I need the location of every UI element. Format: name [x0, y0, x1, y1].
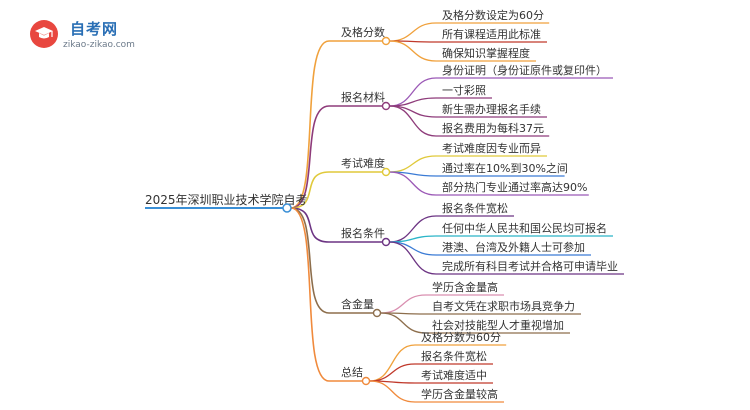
leaf-connector-5-1	[369, 363, 416, 382]
leaf-label-0-1: 所有课程适用此标准	[442, 27, 541, 41]
leaf-connector-4-0	[380, 294, 427, 314]
branch-label-2: 考试难度	[341, 156, 385, 170]
branch-node-dot-1[interactable]	[381, 101, 391, 111]
leaf-label-3-3: 完成所有科目考试并合格可申请毕业	[442, 259, 618, 273]
leaf-label-4-0: 学历含金量高	[432, 280, 498, 294]
graduation-cap-icon	[30, 20, 58, 48]
leaf-label-1-3: 报名费用为每科37元	[442, 121, 544, 135]
site-logo[interactable]: 自考网 zikao-zikao.com	[30, 18, 160, 58]
logo-title: 自考网	[70, 20, 119, 38]
leaf-connector-2-2	[389, 171, 437, 196]
leaf-label-2-2: 部分热门专业通过率高达90%	[442, 180, 587, 194]
branch-connector-3	[290, 207, 330, 243]
leaf-label-5-1: 报名条件宽松	[421, 349, 487, 363]
branch-connector-4	[290, 207, 330, 314]
mind-map-edges	[145, 22, 624, 403]
leaf-label-5-0: 及格分数为60分	[421, 330, 501, 344]
leaf-connector-2-0	[389, 155, 437, 173]
branch-label-0: 及格分数	[341, 25, 385, 39]
branch-node-dot-3[interactable]	[381, 237, 391, 247]
leaf-label-4-1: 自考文凭在求职市场具竞争力	[432, 299, 575, 313]
branch-label-5: 总结	[341, 365, 363, 379]
leaf-label-5-3: 学历含金量较高	[421, 387, 498, 401]
branch-label-4: 含金量	[341, 297, 374, 311]
mind-map-nodes: 2025年深圳职业技术学院自考 及格分数 及格分数设定为60分所有课程适用此标准确保…	[145, 8, 618, 401]
leaf-connector-3-0	[389, 215, 437, 243]
leaf-connector-1-3	[389, 105, 437, 137]
leaf-label-3-0: 报名条件宽松	[442, 201, 508, 215]
branch-node-dot-2[interactable]	[381, 167, 391, 177]
leaf-connector-0-0	[389, 22, 437, 42]
leaf-label-1-0: 身份证明（身份证原件或复印件）	[442, 63, 607, 77]
branch-node-dot-0[interactable]	[381, 36, 391, 46]
leaf-label-2-0: 考试难度因专业而异	[442, 141, 541, 155]
leaf-connector-5-3	[369, 380, 416, 403]
leaf-label-3-1: 任何中华人民共和国公民均可报名	[442, 221, 607, 235]
leaf-connector-1-2	[389, 105, 437, 118]
leaf-connector-5-0	[369, 344, 416, 382]
branch-label-3: 报名条件	[341, 226, 385, 240]
branch-connector-1	[290, 105, 330, 209]
leaf-connector-4-2	[380, 312, 427, 334]
leaf-label-4-2: 社会对技能型人才重视增加	[432, 318, 564, 332]
branch-node-dot-5[interactable]	[361, 376, 371, 386]
branch-connector-5	[290, 207, 330, 382]
leaf-label-0-0: 及格分数设定为60分	[442, 8, 544, 22]
leaf-connector-3-2	[389, 241, 437, 256]
leaf-label-1-1: 一寸彩照	[442, 83, 486, 97]
leaf-label-3-2: 港澳、台湾及外籍人士可参加	[442, 240, 585, 254]
leaf-label-1-2: 新生需办理报名手续	[442, 102, 541, 116]
leaf-connector-3-3	[389, 241, 437, 275]
branch-connector-0	[290, 40, 330, 209]
branch-node-dot-4[interactable]	[372, 308, 382, 318]
branch-connector-2	[290, 171, 330, 209]
leaf-label-5-2: 考试难度适中	[421, 368, 487, 382]
leaf-label-2-1: 通过率在10%到30%之间	[442, 161, 568, 175]
branch-label-1: 报名材料	[341, 90, 385, 104]
leaf-connector-0-2	[389, 40, 437, 62]
logo-url: zikao-zikao.com	[63, 40, 135, 50]
root-node-dot[interactable]	[282, 203, 292, 213]
leaf-label-0-2: 确保知识掌握程度	[442, 46, 530, 60]
root-label: 2025年深圳职业技术学院自考	[145, 192, 308, 207]
